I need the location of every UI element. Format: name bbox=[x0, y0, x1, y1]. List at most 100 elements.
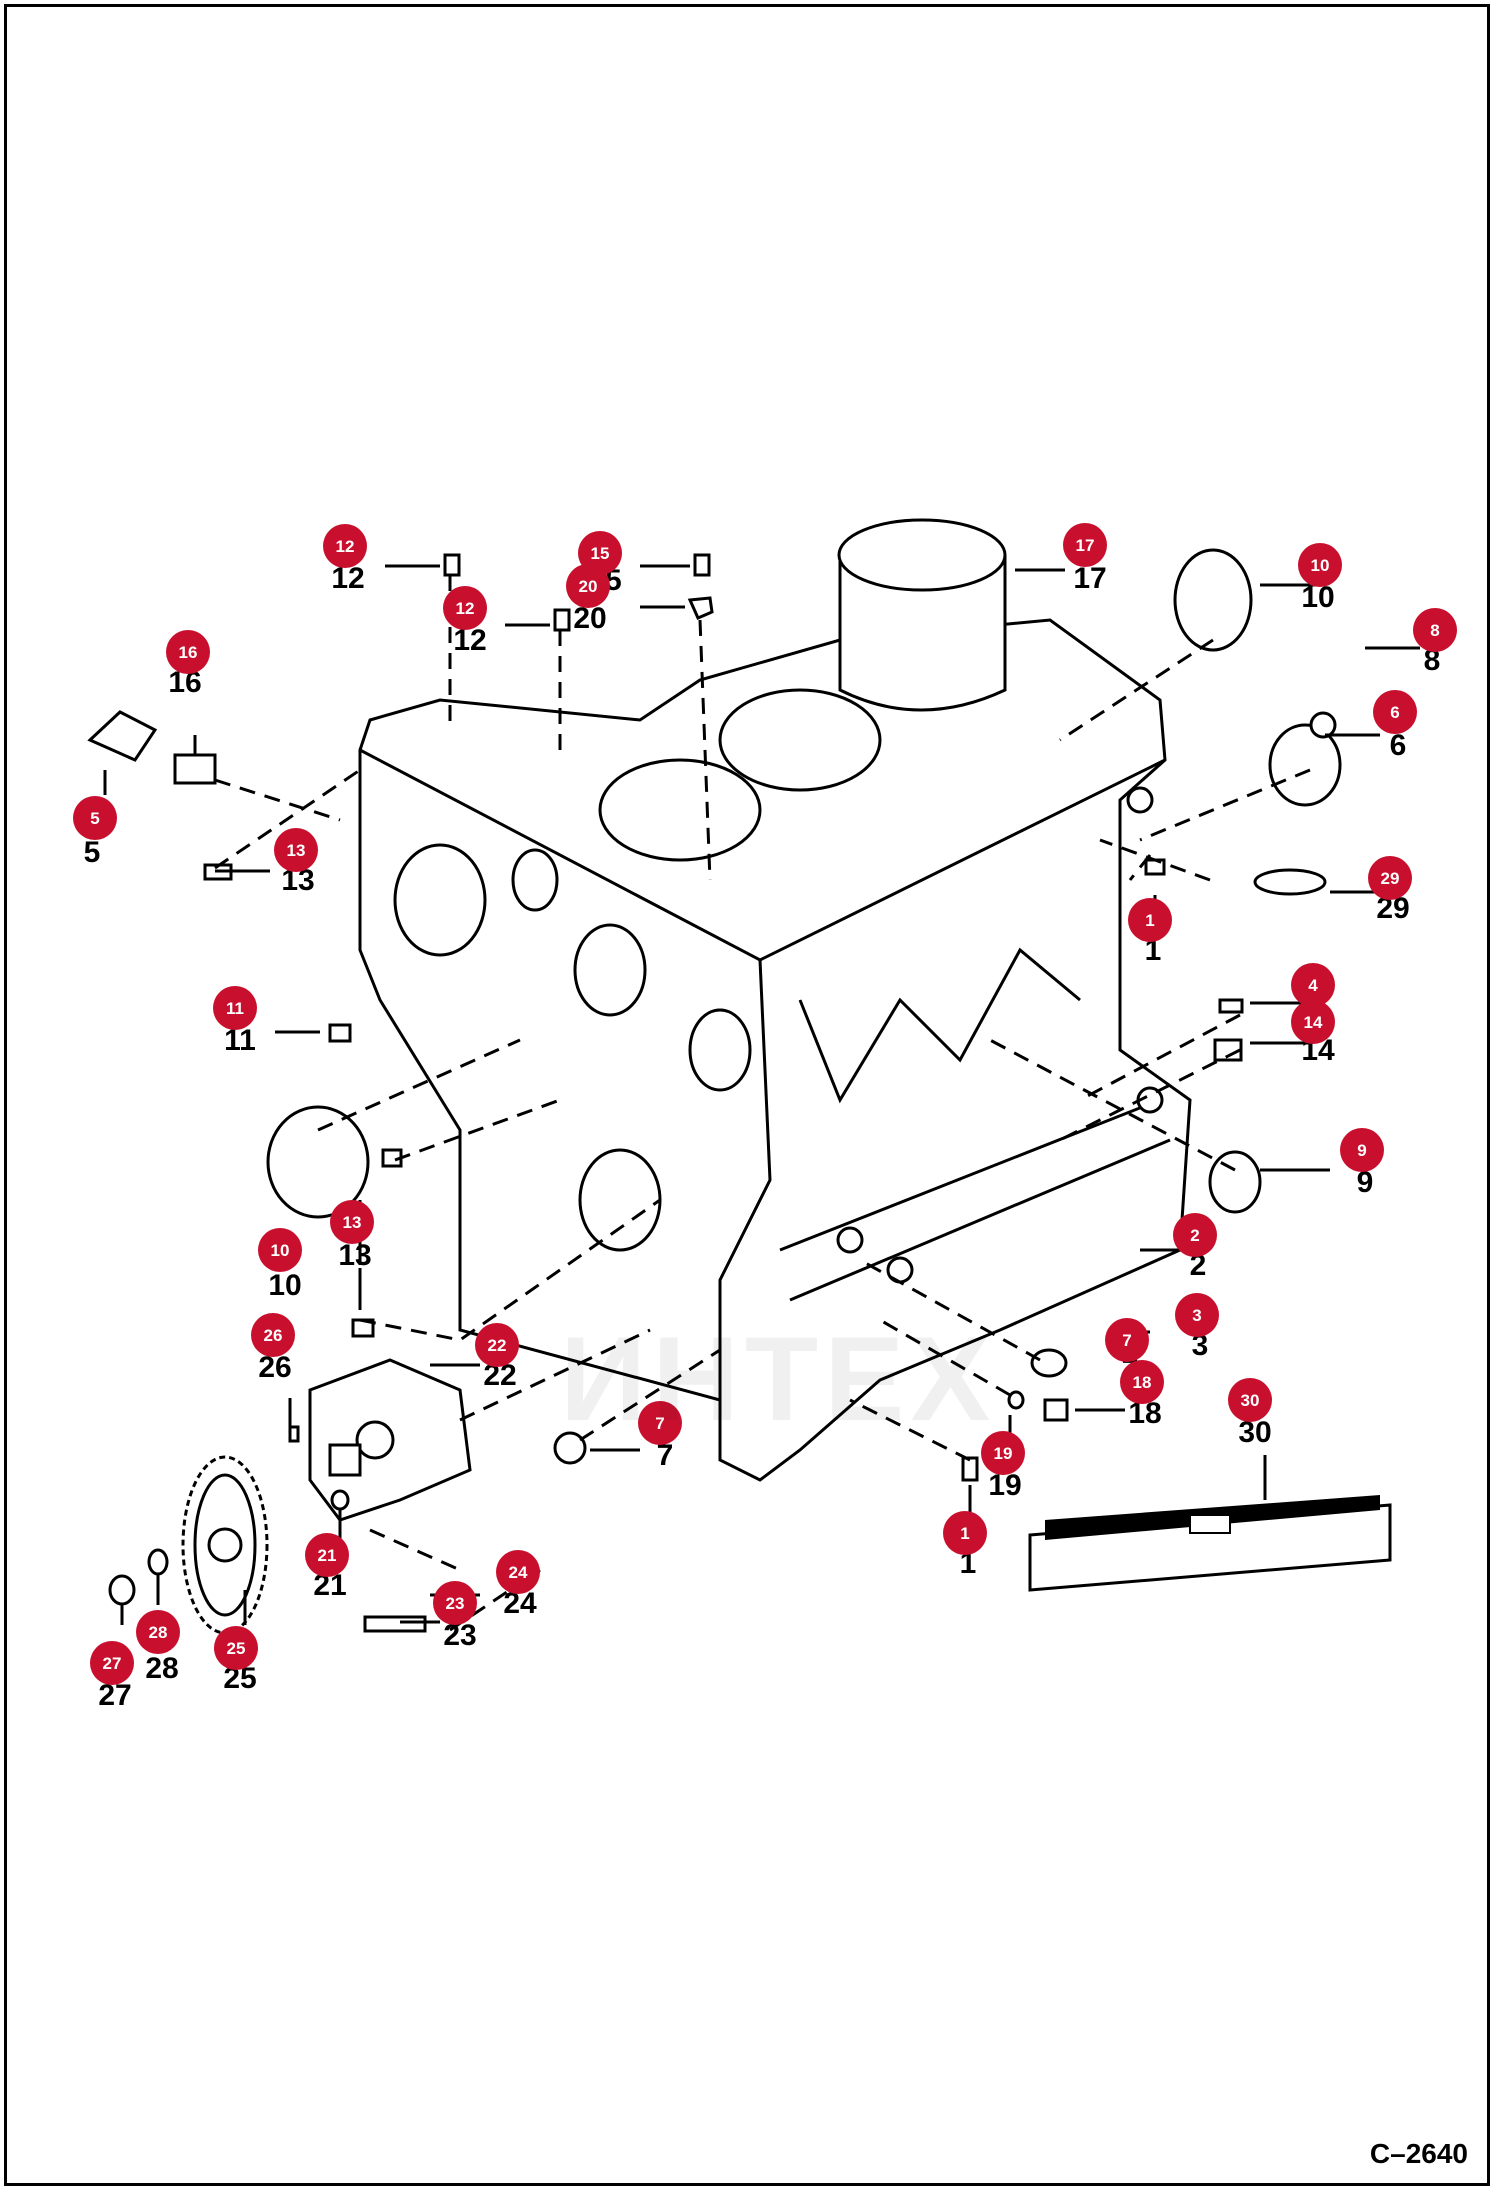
callout-circle[interactable] bbox=[73, 796, 117, 840]
cylinder-liner bbox=[837, 518, 1007, 712]
callout-25[interactable]: 25 bbox=[214, 1626, 258, 1670]
callout-label: 12 bbox=[336, 537, 355, 556]
part-number-23: 23 bbox=[443, 1619, 476, 1652]
callout-circle[interactable] bbox=[90, 1641, 134, 1685]
callout-26[interactable]: 26 bbox=[251, 1313, 295, 1357]
callout-circle[interactable] bbox=[1063, 523, 1107, 567]
callout-5[interactable]: 5 bbox=[73, 796, 117, 840]
callout-circle[interactable] bbox=[258, 1228, 302, 1272]
callout-circle[interactable] bbox=[213, 986, 257, 1030]
callout-11[interactable]: 11 bbox=[213, 986, 257, 1030]
callout-10[interactable]: 10 bbox=[1298, 543, 1342, 587]
front-cover-plate bbox=[308, 1358, 472, 1522]
callout-circle[interactable] bbox=[251, 1313, 295, 1357]
part-number-11: 11 bbox=[224, 1024, 256, 1057]
callout-24[interactable]: 24 bbox=[496, 1550, 540, 1594]
callout-15[interactable]: 15 bbox=[578, 531, 622, 575]
callout-circle[interactable] bbox=[475, 1323, 519, 1367]
callout-label: 1 bbox=[960, 1524, 969, 1543]
callout-27[interactable]: 27 bbox=[90, 1641, 134, 1685]
callout-circle[interactable] bbox=[981, 1431, 1025, 1475]
callout-13[interactable]: 13 bbox=[274, 828, 318, 872]
part-number-3: 3 bbox=[1192, 1329, 1209, 1362]
callout-label: 14 bbox=[1304, 1013, 1323, 1032]
exploded-view-guides bbox=[214, 575, 1311, 1632]
callout-circle[interactable] bbox=[330, 1200, 374, 1244]
callout-22[interactable]: 22 bbox=[475, 1323, 519, 1367]
callout-4[interactable]: 4 bbox=[1291, 963, 1335, 1007]
callout-circle[interactable] bbox=[166, 630, 210, 674]
callout-20[interactable]: 20 bbox=[566, 564, 610, 608]
callout-circle[interactable] bbox=[496, 1550, 540, 1594]
callout-label: 17 bbox=[1076, 536, 1095, 555]
part-number-2: 2 bbox=[1190, 1249, 1207, 1282]
callout-circle[interactable] bbox=[1298, 543, 1342, 587]
callout-circle[interactable] bbox=[1105, 1318, 1149, 1362]
callout-circle[interactable] bbox=[1340, 1128, 1384, 1172]
callout-circle[interactable] bbox=[1120, 1360, 1164, 1404]
part-number-1: 1 bbox=[960, 1547, 977, 1580]
callout-label: 10 bbox=[1311, 556, 1330, 575]
watermark-text: ИНТЕХ bbox=[560, 1312, 997, 1446]
callout-label: 10 bbox=[271, 1241, 290, 1260]
callout-circle[interactable] bbox=[1128, 898, 1172, 942]
callout-circle[interactable] bbox=[136, 1610, 180, 1654]
callout-2[interactable]: 2 bbox=[1173, 1213, 1217, 1257]
part-number-28: 28 bbox=[145, 1652, 178, 1685]
callout-12[interactable]: 12 bbox=[323, 524, 367, 568]
callout-circle[interactable] bbox=[1175, 1293, 1219, 1337]
callout-label: 13 bbox=[287, 841, 306, 860]
callout-21[interactable]: 21 bbox=[305, 1533, 349, 1577]
callout-label: 27 bbox=[103, 1654, 122, 1673]
callout-circle[interactable] bbox=[305, 1533, 349, 1577]
callout-circle[interactable] bbox=[274, 828, 318, 872]
callout-circle[interactable] bbox=[214, 1626, 258, 1670]
callout-circle[interactable] bbox=[443, 586, 487, 630]
callout-29[interactable]: 29 bbox=[1368, 856, 1412, 900]
callout-label: 4 bbox=[1308, 976, 1318, 995]
callout-30[interactable]: 30 bbox=[1228, 1378, 1272, 1422]
callout-circle[interactable] bbox=[1228, 1378, 1272, 1422]
callout-23[interactable]: 23 bbox=[433, 1581, 477, 1625]
callout-13[interactable]: 13 bbox=[330, 1200, 374, 1244]
gasket-kit-box bbox=[1028, 1495, 1392, 1592]
callout-circle[interactable] bbox=[578, 531, 622, 575]
part-number-13: 13 bbox=[338, 1239, 371, 1272]
callout-12[interactable]: 12 bbox=[443, 586, 487, 630]
part-number-5: 5 bbox=[84, 836, 101, 869]
callout-label: 5 bbox=[90, 809, 99, 828]
callout-circle[interactable] bbox=[323, 524, 367, 568]
part-number-9: 9 bbox=[1357, 1166, 1374, 1199]
callout-1[interactable]: 1 bbox=[943, 1511, 987, 1555]
callout-circle[interactable] bbox=[1413, 608, 1457, 652]
callout-7[interactable]: 7 bbox=[1105, 1318, 1149, 1362]
callout-circle[interactable] bbox=[1291, 1000, 1335, 1044]
callout-3[interactable]: 3 bbox=[1175, 1293, 1219, 1337]
callout-circle[interactable] bbox=[1368, 856, 1412, 900]
callout-circle[interactable] bbox=[1291, 963, 1335, 1007]
callout-16[interactable]: 16 bbox=[166, 630, 210, 674]
callout-28[interactable]: 28 bbox=[136, 1610, 180, 1654]
callout-circle[interactable] bbox=[566, 564, 610, 608]
callout-9[interactable]: 9 bbox=[1340, 1128, 1384, 1172]
callout-circle[interactable] bbox=[943, 1511, 987, 1555]
part-number-1: 1 bbox=[1145, 934, 1162, 967]
callout-6[interactable]: 6 bbox=[1373, 690, 1417, 734]
callout-17[interactable]: 17 bbox=[1063, 523, 1107, 567]
callout-label: 20 bbox=[579, 577, 598, 596]
callout-circle[interactable] bbox=[1173, 1213, 1217, 1257]
callout-14[interactable]: 14 bbox=[1291, 1000, 1335, 1044]
callout-label: 15 bbox=[591, 544, 610, 563]
part-number-30: 30 bbox=[1238, 1416, 1271, 1449]
callout-1[interactable]: 1 bbox=[1128, 898, 1172, 942]
callout-8[interactable]: 8 bbox=[1413, 608, 1457, 652]
callout-18[interactable]: 18 bbox=[1120, 1360, 1164, 1404]
callout-label: 1 bbox=[1145, 911, 1154, 930]
callout-label: 8 bbox=[1430, 621, 1439, 640]
callout-10[interactable]: 10 bbox=[258, 1228, 302, 1272]
callout-7[interactable]: 7 bbox=[638, 1401, 682, 1445]
callout-19[interactable]: 19 bbox=[981, 1431, 1025, 1475]
callout-circle[interactable] bbox=[638, 1401, 682, 1445]
callout-circle[interactable] bbox=[433, 1581, 477, 1625]
callout-circle[interactable] bbox=[1373, 690, 1417, 734]
